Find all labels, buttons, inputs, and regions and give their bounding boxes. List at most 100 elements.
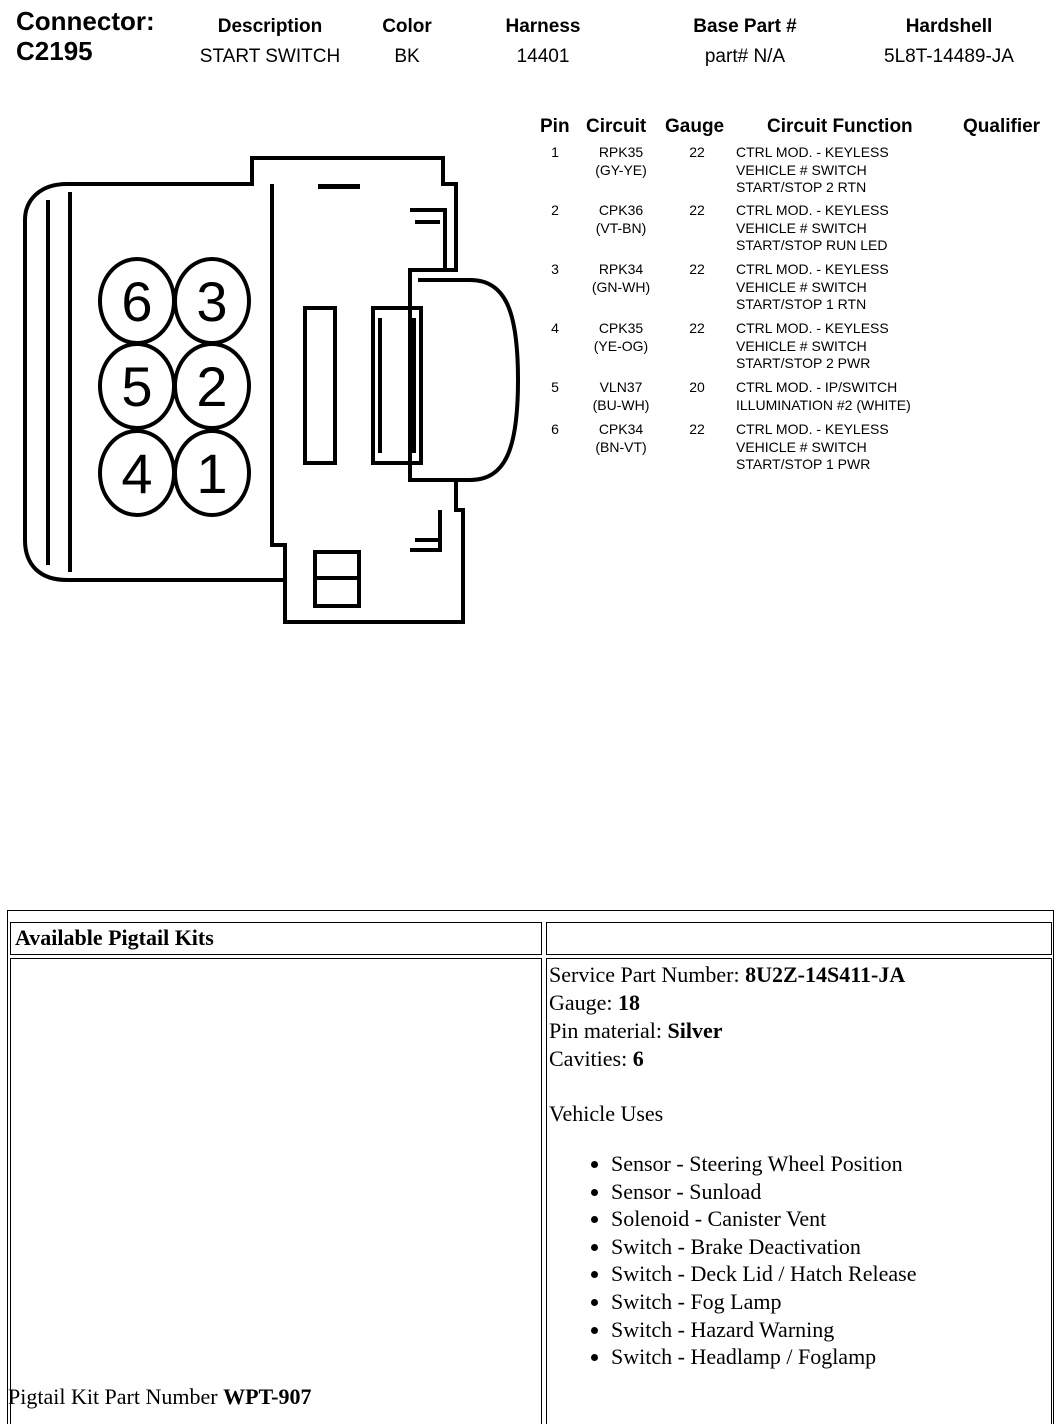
cavities-line: Cavities: 6 xyxy=(549,1045,1049,1073)
circuit-header: Circuit xyxy=(586,116,647,137)
pin-cavity-label: 3 xyxy=(196,270,227,333)
pigtail-section xyxy=(7,910,1054,1424)
header-color: Color BK xyxy=(367,12,447,72)
pin-cavity-label: 1 xyxy=(196,442,227,505)
color-value: BK xyxy=(394,46,420,67)
circuit-code: CPK35 (YE-OG) xyxy=(593,320,649,354)
header-hardshell: Hardshell 5L8T-14489-JA xyxy=(868,12,1030,72)
gauge-label: Gauge: xyxy=(549,990,619,1015)
kit-part-label: Pigtail Kit Part Number xyxy=(8,1384,224,1409)
description-label: Description xyxy=(217,16,323,37)
pin-table-row: 3 RPK34 (GN-WH) 22 CTRL MOD. - KEYLESS VEHI… xyxy=(530,261,1055,320)
pin-cavity-label: 6 xyxy=(121,270,152,333)
hardshell-label: Hardshell xyxy=(905,16,993,37)
circuit-function: CTRL MOD. - KEYLESS VEHICLE # SWITCH STA… xyxy=(736,320,889,371)
vehicle-use-item: Switch - Fog Lamp xyxy=(611,1288,1049,1316)
vehicle-use-item: Switch - Deck Lid / Hatch Release xyxy=(611,1260,1049,1288)
pin-table-header: Pin Circuit Gauge Circuit Function Quali… xyxy=(530,116,1055,144)
pin-number: 2 xyxy=(551,202,559,218)
pigtail-title-blank-cell xyxy=(546,922,1052,955)
connector-label: Connector: xyxy=(16,6,155,36)
connector-inner-frame xyxy=(46,192,72,572)
service-part-label: Service Part Number: xyxy=(549,962,746,987)
description-value: START SWITCH xyxy=(199,46,341,67)
wire-gauge: 22 xyxy=(689,202,705,218)
right-tab xyxy=(418,278,521,482)
circuit-code: CPK34 (BN-VT) xyxy=(595,421,647,455)
hardshell-value: 5L8T-14489-JA xyxy=(884,46,1014,67)
header-harness: Harness 14401 xyxy=(488,12,598,72)
pin-table-row: 1 RPK35 (GY-YE) 22 CTRL MOD. - KEYLESS VEHI… xyxy=(530,144,1055,202)
circuit-code: VLN37 (BU-WH) xyxy=(592,379,650,413)
slot-left xyxy=(303,306,337,465)
base-part-label: Base Part # xyxy=(693,16,797,37)
pigtail-kit-line: Pigtail Kit Part Number WPT-907 xyxy=(8,1384,312,1410)
pin-material-line: Pin material: Silver xyxy=(549,1017,1049,1045)
circuit-code: CPK36 (VT-BN) xyxy=(595,202,647,236)
base-part-value: part# N/A xyxy=(704,46,786,67)
pigtail-title-cell: Available Pigtail Kits xyxy=(10,922,542,955)
connector-id: C2195 xyxy=(16,36,93,66)
slot-right-inner xyxy=(378,318,416,453)
vehicle-uses-list: Sensor - Steering Wheel PositionSensor -… xyxy=(549,1150,1049,1371)
circuit-function: CTRL MOD. - KEYLESS VEHICLE # SWITCH STA… xyxy=(736,261,889,312)
pigtail-image-cell xyxy=(10,958,542,1424)
latch-bottom xyxy=(410,510,442,552)
pin-cavity-label: 2 xyxy=(196,355,227,418)
circuit-function: CTRL MOD. - KEYLESS VEHICLE # SWITCH STA… xyxy=(736,421,889,472)
slot-right xyxy=(371,306,423,465)
wire-gauge: 22 xyxy=(689,320,705,336)
pin-number: 6 xyxy=(551,421,559,437)
pin-table-row: 6 CPK34 (BN-VT) 22 CTRL MOD. - KEYLESS VEHI… xyxy=(530,421,1055,479)
qualifier-header: Qualifier xyxy=(963,116,1041,137)
service-part-value: 8U2Z-14S411-JA xyxy=(745,962,906,987)
pin-cavity-label: 5 xyxy=(121,355,152,418)
vehicle-use-item: Solenoid - Canister Vent xyxy=(611,1205,1049,1233)
pigtail-title: Available Pigtail Kits xyxy=(15,925,214,950)
pigtail-info: Service Part Number: 8U2Z-14S411-JA Gaug… xyxy=(547,959,1051,1373)
wire-gauge: 20 xyxy=(689,379,705,395)
pin-number: 4 xyxy=(551,320,559,336)
pin-header: Pin xyxy=(540,116,570,137)
pin-cavity-1 xyxy=(173,429,251,517)
vehicle-uses-label: Vehicle Uses xyxy=(549,1101,664,1126)
cavities-value: 6 xyxy=(632,1046,644,1071)
circuit-code: RPK34 (GN-WH) xyxy=(591,261,651,295)
pin-table: Pin Circuit Gauge Circuit Function Quali… xyxy=(530,116,1055,479)
harness-value: 14401 xyxy=(516,46,570,67)
wire-gauge: 22 xyxy=(689,421,705,437)
gauge-line: Gauge: 18 xyxy=(549,989,1049,1017)
pin-table-row: 2 CPK36 (VT-BN) 22 CTRL MOD. - KEYLESS VEHI… xyxy=(530,202,1055,261)
wire-gauge: 22 xyxy=(689,144,705,160)
latch-top xyxy=(410,208,447,270)
vehicle-use-item: Switch - Brake Deactivation xyxy=(611,1233,1049,1261)
circuit-function: CTRL MOD. - KEYLESS VEHICLE # SWITCH STA… xyxy=(736,202,889,253)
circuit-function: CTRL MOD. - IP/SWITCH ILLUMINATION #2 (W… xyxy=(736,379,911,413)
vehicle-use-item: Sensor - Sunload xyxy=(611,1178,1049,1206)
wire-gauge: 22 xyxy=(689,261,705,277)
harness-label: Harness xyxy=(505,16,581,37)
pin-table-row: 5 VLN37 (BU-WH) 20 CTRL MOD. - IP/SWITCH IL… xyxy=(530,379,1055,421)
pin-number: 3 xyxy=(551,261,559,277)
pin-cavity-label: 4 xyxy=(121,442,152,505)
connector-title: Connector: C2195 xyxy=(16,6,155,66)
pin-number: 5 xyxy=(551,379,559,395)
gauge-value: 18 xyxy=(618,990,641,1015)
header-base-part: Base Part # part# N/A xyxy=(675,12,815,72)
circuit-code: RPK35 (GY-YE) xyxy=(595,144,647,178)
pin-number: 1 xyxy=(551,144,559,160)
vehicle-use-item: Sensor - Steering Wheel Position xyxy=(611,1150,1049,1178)
header-description: Description START SWITCH xyxy=(190,12,350,72)
cavities-label: Cavities: xyxy=(549,1046,633,1071)
circuit-function: CTRL MOD. - KEYLESS VEHICLE # SWITCH STA… xyxy=(736,144,889,195)
pin-material-label: Pin material: xyxy=(549,1018,668,1043)
vehicle-use-item: Switch - Headlamp / Foglamp xyxy=(611,1343,1049,1371)
gauge-header: Gauge xyxy=(665,116,725,137)
circuit-function-header: Circuit Function xyxy=(767,116,913,137)
vehicle-use-item: Switch - Hazard Warning xyxy=(611,1316,1049,1344)
pin-material-value: Silver xyxy=(667,1018,723,1043)
color-label: Color xyxy=(382,16,432,37)
